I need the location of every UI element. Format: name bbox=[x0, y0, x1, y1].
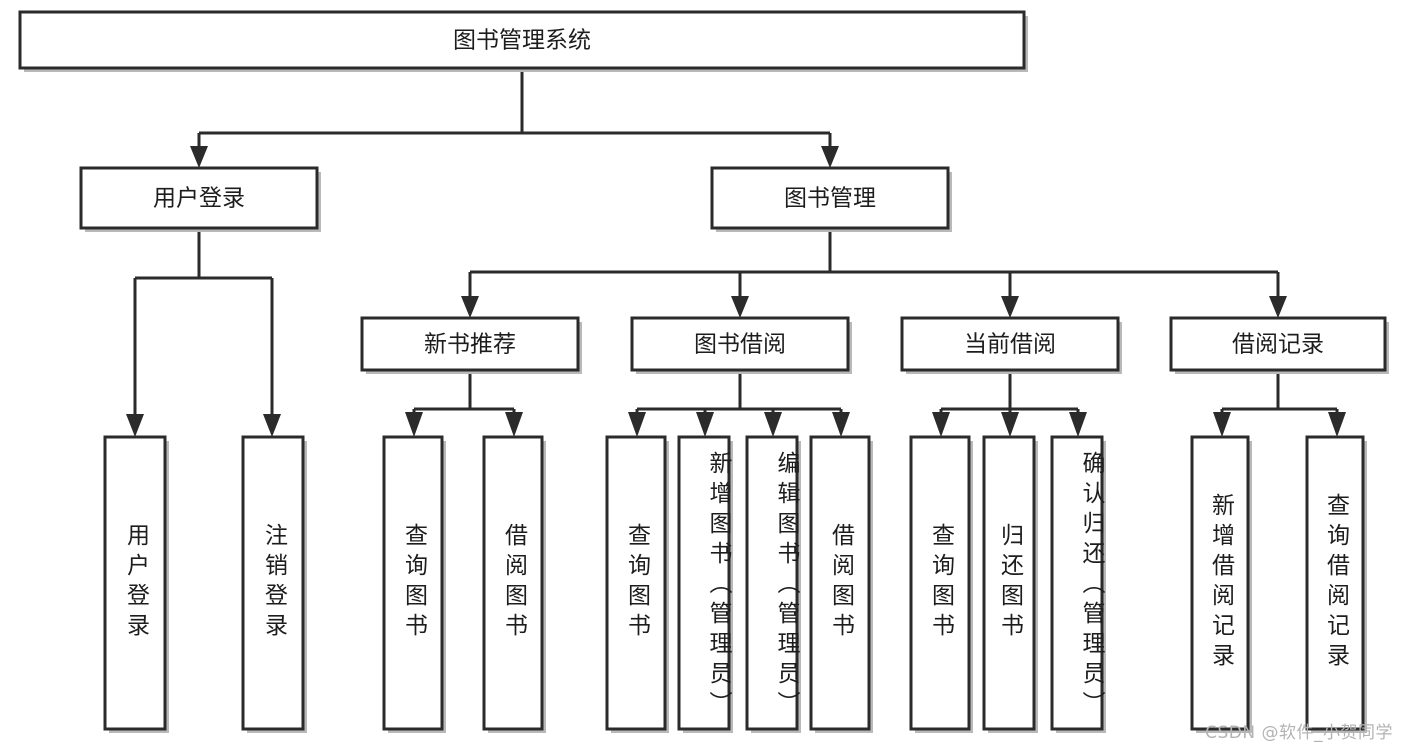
leaf-borrow-book-2-box[interactable] bbox=[809, 435, 871, 731]
root-node-box[interactable] bbox=[18, 10, 1026, 70]
book-management-node-box[interactable] bbox=[710, 166, 950, 230]
user-login-node-label: 用户登录 bbox=[153, 186, 245, 212]
user-login-node-box[interactable] bbox=[79, 166, 319, 230]
root-node-label: 图书管理系统 bbox=[453, 28, 591, 54]
arrow-head-leaf-add-record bbox=[1213, 412, 1231, 437]
leaf-query-record-box[interactable] bbox=[1305, 435, 1365, 731]
arrow-head-leaf-user-login bbox=[126, 414, 144, 437]
book-borrow-node-label: 图书借阅 bbox=[694, 332, 786, 358]
arrow-head-leaf-query-book-3 bbox=[932, 412, 950, 437]
arrow-head-leaf-query-book-1 bbox=[405, 412, 423, 437]
leaf-add-record-box[interactable] bbox=[1190, 435, 1250, 731]
arrow-head-user-login bbox=[190, 146, 208, 168]
leaf-query-book-1-box[interactable] bbox=[382, 435, 444, 731]
new-book-recommend-node-box[interactable] bbox=[360, 316, 580, 372]
new-book-recommend-node-label: 新书推荐 bbox=[424, 332, 516, 358]
arrow-head-leaf-query-record bbox=[1328, 412, 1346, 437]
arrow-head-leaf-logout-login bbox=[263, 414, 281, 437]
leaf-add-book-box[interactable] bbox=[677, 435, 731, 731]
arrow-head-leaf-add-book bbox=[696, 412, 714, 437]
leaf-borrow-book-1-box[interactable] bbox=[482, 435, 544, 731]
node-layer: 图书管理系统 用户登录 图书管理 新书推荐 图书借阅 当前借阅 借阅记录 bbox=[18, 10, 1389, 733]
arrow-head-leaf-borrow-book-1 bbox=[505, 412, 523, 437]
book-management-node-label: 图书管理 bbox=[784, 186, 876, 212]
arrow-head-leaf-confirm-return bbox=[1069, 412, 1087, 437]
current-borrow-node-label: 当前借阅 bbox=[964, 332, 1056, 358]
arrow-head-book-management bbox=[821, 146, 839, 168]
borrow-record-node-box[interactable] bbox=[1169, 316, 1387, 372]
arrow-head-leaf-return-book bbox=[1001, 412, 1019, 437]
arrow-head-leaf-borrow-book-2 bbox=[832, 412, 850, 437]
arrow-head-borrow-record bbox=[1269, 296, 1287, 318]
arrow-head-leaf-query-book-2 bbox=[628, 412, 646, 437]
leaf-query-book-3-box[interactable] bbox=[909, 435, 971, 731]
leaf-return-book-box[interactable] bbox=[982, 435, 1036, 731]
leaf-query-book-2-box[interactable] bbox=[605, 435, 667, 731]
borrow-record-node-label: 借阅记录 bbox=[1232, 332, 1324, 358]
connector-layer bbox=[126, 68, 1346, 437]
arrow-head-book-borrow bbox=[731, 296, 749, 318]
csdn-watermark: CSDN @软件_小贺同学 bbox=[1205, 723, 1393, 743]
leaf-logout-login-box[interactable] bbox=[241, 435, 305, 731]
current-borrow-node-box[interactable] bbox=[900, 316, 1120, 372]
book-borrow-node-box[interactable] bbox=[630, 316, 850, 372]
leaf-edit-book-box[interactable] bbox=[745, 435, 799, 731]
arrow-head-current-borrow bbox=[1001, 296, 1019, 318]
arrow-head-new-book-recommend bbox=[461, 296, 479, 318]
leaf-confirm-return-box[interactable] bbox=[1050, 435, 1104, 731]
leaf-user-login-box[interactable] bbox=[103, 435, 167, 731]
arrow-head-leaf-edit-book bbox=[764, 412, 782, 437]
